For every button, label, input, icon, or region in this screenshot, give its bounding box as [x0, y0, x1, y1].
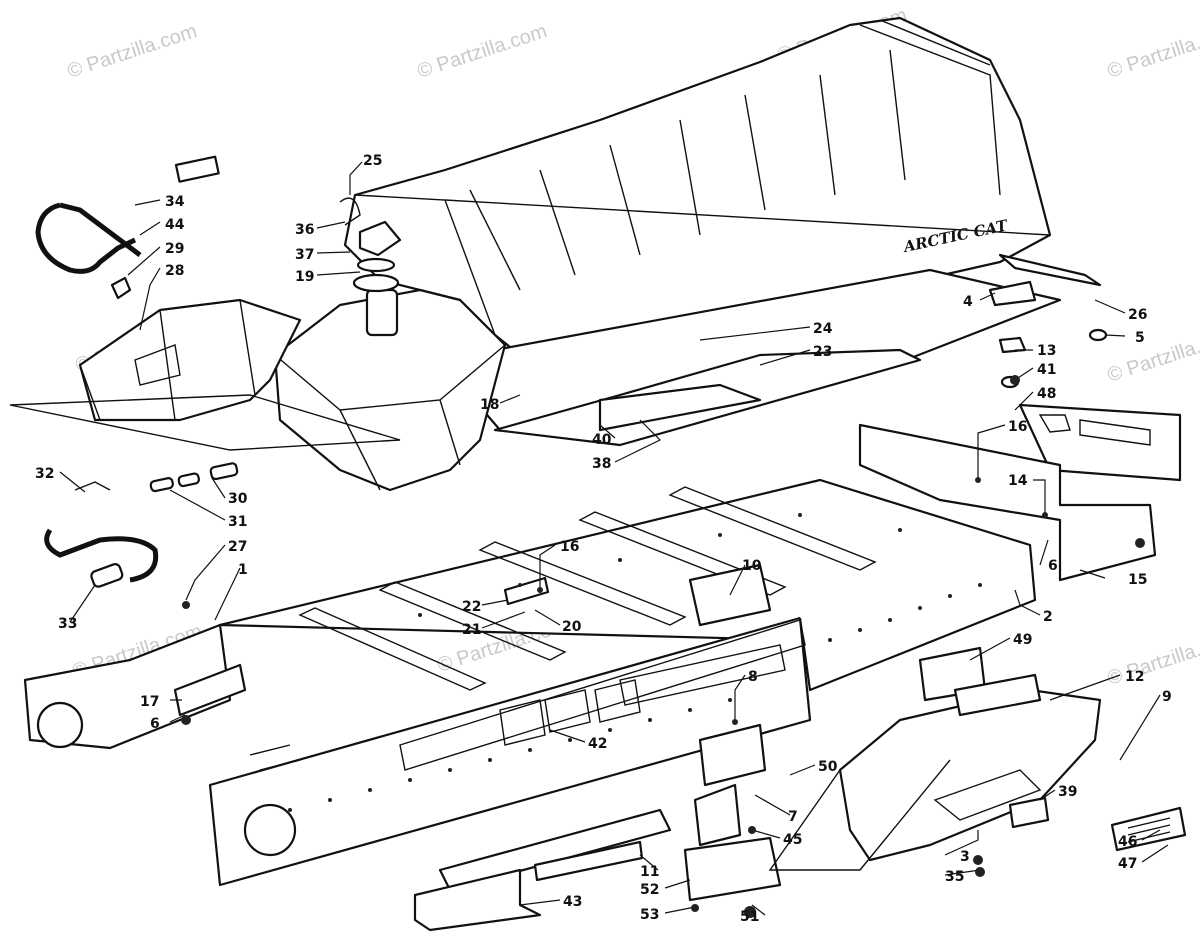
callout-16-right: 16: [1008, 419, 1027, 435]
callout-19: 19: [295, 269, 314, 285]
callout-52: 52: [640, 882, 659, 898]
callout-22: 22: [462, 599, 481, 615]
callout-51: 51: [740, 909, 759, 925]
callout-27: 27: [228, 539, 247, 555]
callout-28: 28: [165, 263, 184, 279]
callout-45: 45: [783, 832, 802, 848]
callout-38: 38: [592, 456, 611, 472]
callout-46: 46: [1118, 834, 1137, 850]
callouts: 25 34 44 29 28 36 37 19 4 26 5 24 23 13 …: [35, 153, 1172, 925]
callout-37: 37: [295, 247, 314, 263]
callout-47: 47: [1118, 856, 1137, 872]
callout-21: 21: [462, 622, 481, 638]
callout-9: 9: [1162, 689, 1172, 705]
watermark-12: © Partzilla.com: [1105, 627, 1200, 690]
callout-49: 49: [1013, 632, 1032, 648]
callout-41: 41: [1037, 362, 1056, 378]
callout-44: 44: [165, 217, 185, 233]
watermark-8: © Partzilla.com: [1105, 324, 1200, 387]
callout-16-center: 16: [560, 539, 579, 555]
callout-30: 30: [228, 491, 248, 507]
callout-7: 7: [788, 809, 798, 825]
callout-25: 25: [363, 153, 382, 169]
callout-29: 29: [165, 241, 184, 257]
callout-20: 20: [562, 619, 582, 635]
callout-17: 17: [140, 694, 159, 710]
seat-base: [438, 268, 1062, 447]
callout-5: 5: [1135, 330, 1145, 346]
fuel-line: [44, 462, 239, 588]
callout-4: 4: [963, 294, 973, 310]
watermark-1: © Partzilla.com: [65, 20, 200, 83]
callout-2: 2: [1043, 609, 1053, 625]
callout-31: 31: [228, 514, 247, 530]
decal-48: [1018, 403, 1182, 482]
rear-brackets: [988, 253, 1108, 389]
decal-34: [174, 155, 220, 183]
side-panel: [768, 646, 1187, 871]
callout-39: 39: [1058, 784, 1077, 800]
callout-36: 36: [295, 222, 314, 238]
callout-34: 34: [165, 194, 185, 210]
callout-12: 12: [1125, 669, 1144, 685]
callout-33: 33: [58, 616, 77, 632]
callout-24: 24: [813, 321, 833, 337]
tunnel-chassis: [23, 423, 1157, 932]
callout-40: 40: [592, 432, 612, 448]
callout-8: 8: [748, 669, 758, 685]
callout-10: 10: [742, 558, 762, 574]
rivets: [288, 513, 982, 812]
callout-48: 48: [1037, 386, 1056, 402]
callout-42: 42: [588, 736, 607, 752]
leader-lines: [59, 161, 1169, 916]
callout-6-right: 6: [1048, 558, 1058, 574]
callout-13: 13: [1037, 343, 1056, 359]
hardware: [181, 375, 1048, 918]
callout-11: 11: [640, 864, 659, 880]
callout-43: 43: [563, 894, 582, 910]
callout-32: 32: [35, 466, 54, 482]
callout-15: 15: [1128, 572, 1147, 588]
callout-53: 53: [640, 907, 659, 923]
callout-1: 1: [238, 562, 248, 578]
watermark-2: © Partzilla.com: [415, 20, 550, 83]
callout-26: 26: [1128, 307, 1147, 323]
vent-hose: [35, 202, 137, 274]
callout-14: 14: [1008, 473, 1028, 489]
callout-50: 50: [818, 759, 838, 775]
callout-35: 35: [945, 869, 964, 885]
callout-23: 23: [813, 344, 832, 360]
callout-18: 18: [480, 397, 499, 413]
callout-3: 3: [960, 849, 970, 865]
fuel-tank: [273, 197, 507, 492]
seat: ARCTIC CAT: [343, 16, 1052, 357]
callout-6-left: 6: [150, 716, 160, 732]
watermark-4: © Partzilla.com: [1105, 20, 1200, 83]
console-housing: [9, 298, 401, 451]
valve-28: [110, 276, 132, 300]
